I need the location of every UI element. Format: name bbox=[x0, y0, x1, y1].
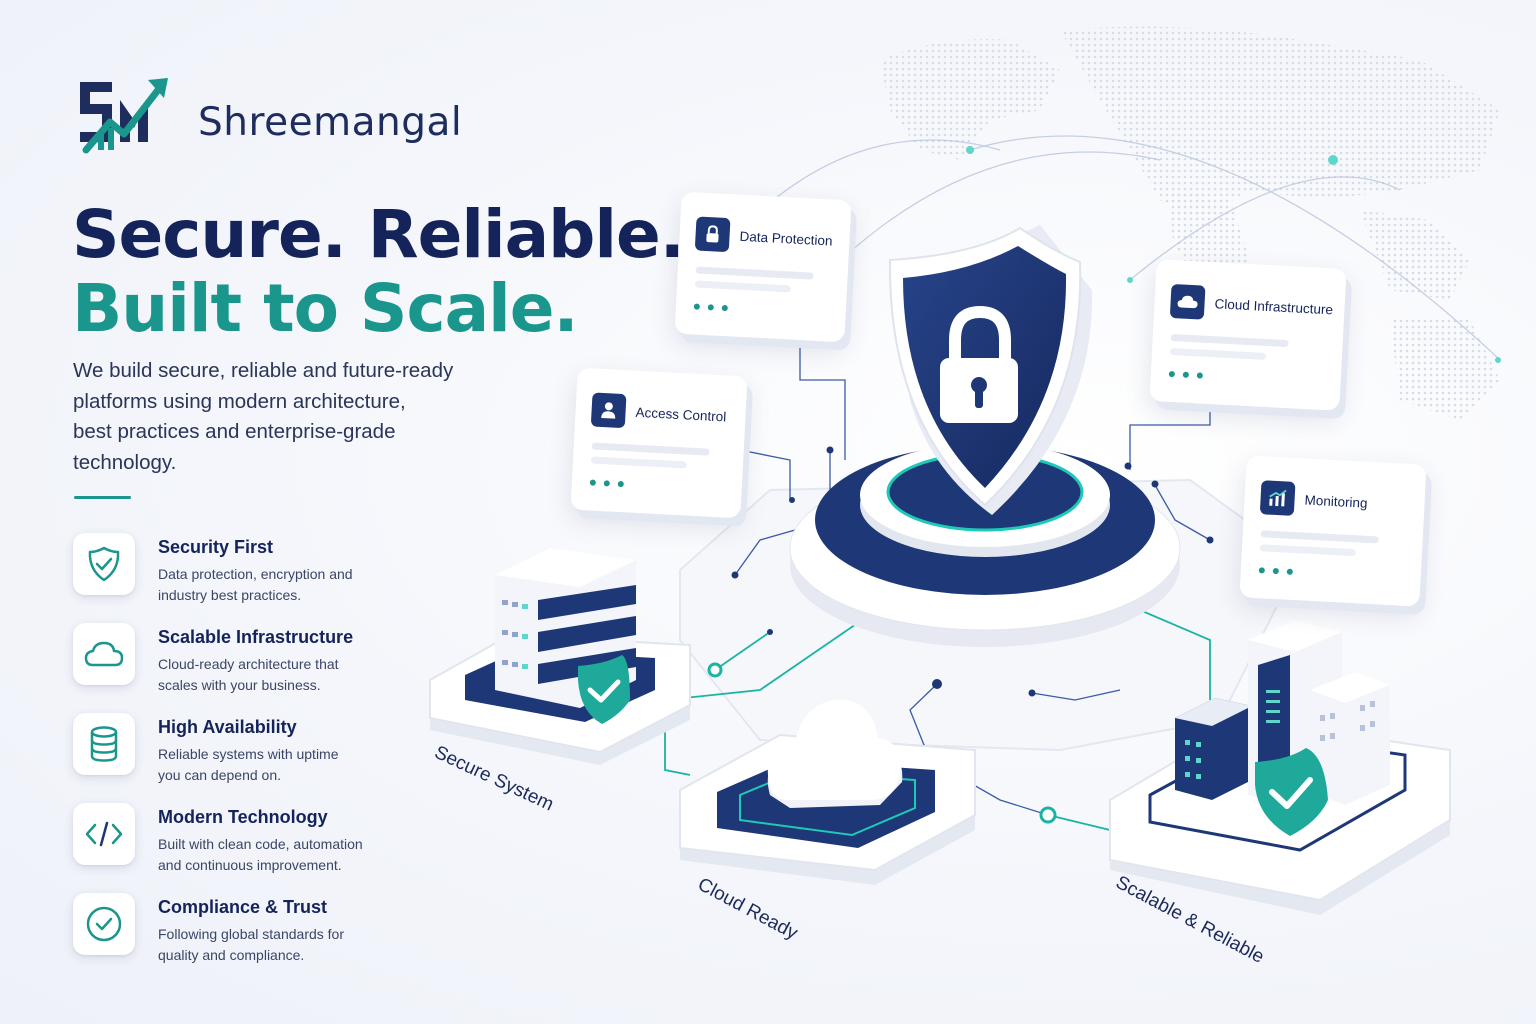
status-dots bbox=[1168, 364, 1211, 384]
feature-desc: Reliable systems with uptime bbox=[158, 746, 339, 762]
feature-desc: Data protection, encryption and bbox=[158, 566, 353, 582]
placeholder-bar bbox=[591, 442, 710, 456]
feature-compliance-trust: Compliance & Trust Following global stan… bbox=[73, 893, 473, 965]
feature-desc: industry best practices. bbox=[158, 587, 302, 603]
status-dots bbox=[693, 296, 736, 316]
placeholder-bar bbox=[1170, 333, 1289, 348]
divider bbox=[74, 496, 131, 499]
feature-desc: Built with clean code, automation bbox=[158, 836, 363, 852]
card-label: Data Protection bbox=[739, 228, 833, 249]
feature-title: Modern Technology bbox=[158, 807, 328, 827]
card-monitoring: Monitoring bbox=[1239, 455, 1427, 607]
database-icon bbox=[73, 713, 135, 775]
feature-desc: quality and compliance. bbox=[158, 947, 305, 963]
placeholder-bar bbox=[695, 266, 814, 280]
cloud-icon bbox=[767, 700, 903, 808]
scalable-reliable-platform bbox=[1109, 620, 1451, 915]
feature-scalable-infrastructure: Scalable Infrastructure Cloud-ready arch… bbox=[73, 623, 473, 695]
chart-icon bbox=[1259, 480, 1296, 516]
placeholder-bar bbox=[1259, 544, 1357, 557]
status-dots bbox=[1258, 560, 1301, 580]
intro-line: We build secure, reliable and future-rea… bbox=[73, 359, 454, 382]
card-label: Cloud Infrastructure bbox=[1214, 296, 1334, 318]
feature-desc: scales with your business. bbox=[158, 677, 321, 693]
intro-line: best practices and enterprise-grade bbox=[73, 420, 396, 443]
cloud-icon bbox=[73, 623, 135, 685]
feature-high-availability: High Availability Reliable systems with … bbox=[73, 713, 473, 785]
logo-icon bbox=[80, 78, 168, 154]
cloud-ready-platform bbox=[679, 700, 976, 885]
feature-security-first: Security First Data protection, encrypti… bbox=[73, 533, 473, 605]
intro-line: technology. bbox=[73, 450, 177, 474]
card-label: Access Control bbox=[635, 404, 727, 425]
feature-title: Security First bbox=[158, 537, 274, 557]
placeholder-bar bbox=[694, 280, 792, 293]
placeholder-bar bbox=[1169, 347, 1267, 360]
secure-system-platform bbox=[429, 548, 691, 765]
card-data-protection: Data Protection bbox=[674, 191, 852, 343]
brand-name: Shreemangal bbox=[198, 100, 463, 145]
feature-title: Compliance & Trust bbox=[158, 897, 328, 917]
feature-modern-technology: Modern Technology Built with clean code,… bbox=[73, 803, 473, 875]
shield-check-icon bbox=[73, 533, 135, 595]
shield-lock-icon bbox=[888, 225, 1093, 515]
card-cloud-infrastructure: Cloud Infrastructure bbox=[1149, 259, 1347, 411]
placeholder-bar bbox=[1260, 530, 1379, 544]
feature-title: High Availability bbox=[158, 717, 297, 737]
intro-line: platforms using modern architecture, bbox=[73, 389, 406, 413]
status-dots bbox=[589, 472, 632, 492]
card-access-control: Access Control bbox=[570, 367, 748, 519]
cloud-icon bbox=[1169, 283, 1206, 320]
user-icon bbox=[590, 392, 627, 429]
feature-desc: Following global standards for bbox=[158, 926, 344, 942]
intro-paragraph: We build secure, reliable and future-rea… bbox=[73, 356, 493, 478]
code-icon bbox=[73, 803, 135, 865]
card-label: Monitoring bbox=[1304, 492, 1368, 511]
headline-line2: Built to Scale. bbox=[72, 270, 579, 347]
feature-desc: Cloud-ready architecture that bbox=[158, 656, 339, 672]
placeholder-bar bbox=[590, 456, 688, 469]
center-podium bbox=[789, 443, 1181, 647]
feature-desc: you can depend on. bbox=[158, 767, 281, 783]
feature-desc: and continuous improvement. bbox=[158, 857, 342, 873]
headline-line1: Secure. Reliable. bbox=[72, 196, 685, 273]
lock-icon bbox=[694, 216, 731, 253]
feature-title: Scalable Infrastructure bbox=[158, 627, 354, 647]
check-circle-icon bbox=[73, 893, 135, 955]
